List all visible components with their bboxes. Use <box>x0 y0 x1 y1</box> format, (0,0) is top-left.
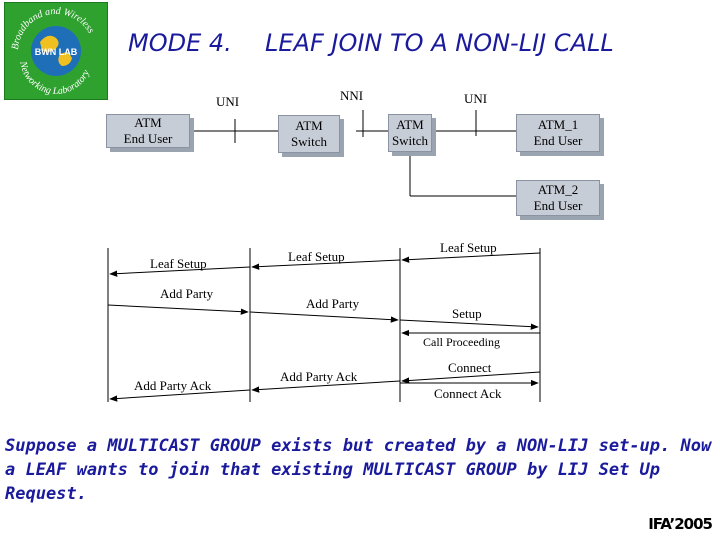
msg-add-party-1: Add Party <box>160 286 214 301</box>
atm1-end-user-node: ATM_1 End User <box>516 114 604 156</box>
atm-switch-1-node: ATM Switch <box>278 115 344 157</box>
node-line-2: Switch <box>391 133 429 148</box>
msg-leaf-setup-2: Leaf Setup <box>288 249 345 264</box>
node-line-1: ATM <box>396 117 424 132</box>
arrow-add-party-ack-2 <box>251 380 401 393</box>
logo-center-text: BWN LAB <box>35 47 78 57</box>
msg-add-party-ack-1: Add Party Ack <box>134 378 212 393</box>
node-line-1: ATM <box>295 118 323 133</box>
arrow-setup <box>399 319 539 330</box>
arrow-add-party-2 <box>249 311 399 323</box>
msg-add-party-ack-2: Add Party Ack <box>280 369 358 384</box>
node-line-1: ATM_2 <box>537 182 579 197</box>
arrow-leaf-setup-1 <box>109 266 251 277</box>
msg-leaf-setup-1: Leaf Setup <box>150 256 207 271</box>
uni-left-label: UNI <box>216 94 240 109</box>
arrow-leaf-setup-2 <box>251 259 401 270</box>
node-line-1: ATM_1 <box>537 117 579 132</box>
arrow-connect <box>401 371 541 384</box>
mode-label: MODE 4. <box>128 29 232 57</box>
msg-setup: Setup <box>452 306 482 321</box>
nni-label: NNI <box>340 88 364 103</box>
atm-end-user-node: ATM End User <box>106 114 194 152</box>
bwn-lab-logo: Broadband and Wireless Networking Labora… <box>3 1 109 101</box>
network-diagram <box>107 110 541 402</box>
node-line-1: ATM <box>134 115 162 130</box>
msg-connect: Connect <box>448 360 492 375</box>
arrow-add-party-ack-1 <box>109 389 251 402</box>
msg-leaf-setup-3: Leaf Setup <box>440 240 497 255</box>
signature: IFA’2005 <box>648 515 713 533</box>
msg-add-party-2: Add Party <box>306 296 360 311</box>
node-line-2: End User <box>533 133 583 148</box>
node-line-2: End User <box>533 198 583 213</box>
node-line-2: End User <box>123 131 173 146</box>
description-text: Suppose a MULTICAST GROUP exists but cre… <box>5 436 712 504</box>
msg-call-proceeding: Call Proceeding <box>423 335 500 349</box>
atm2-end-user-node: ATM_2 End User <box>516 180 604 220</box>
page-title: LEAF JOIN TO A NON-LIJ CALL <box>265 29 614 57</box>
arrow-add-party-1 <box>107 304 249 315</box>
arrow-leaf-setup-3 <box>401 252 541 263</box>
msg-connect-ack: Connect Ack <box>434 386 502 401</box>
uni-right-label: UNI <box>464 91 488 106</box>
node-line-2: Switch <box>290 134 328 149</box>
atm-switch-2-node: ATM Switch <box>388 114 436 156</box>
